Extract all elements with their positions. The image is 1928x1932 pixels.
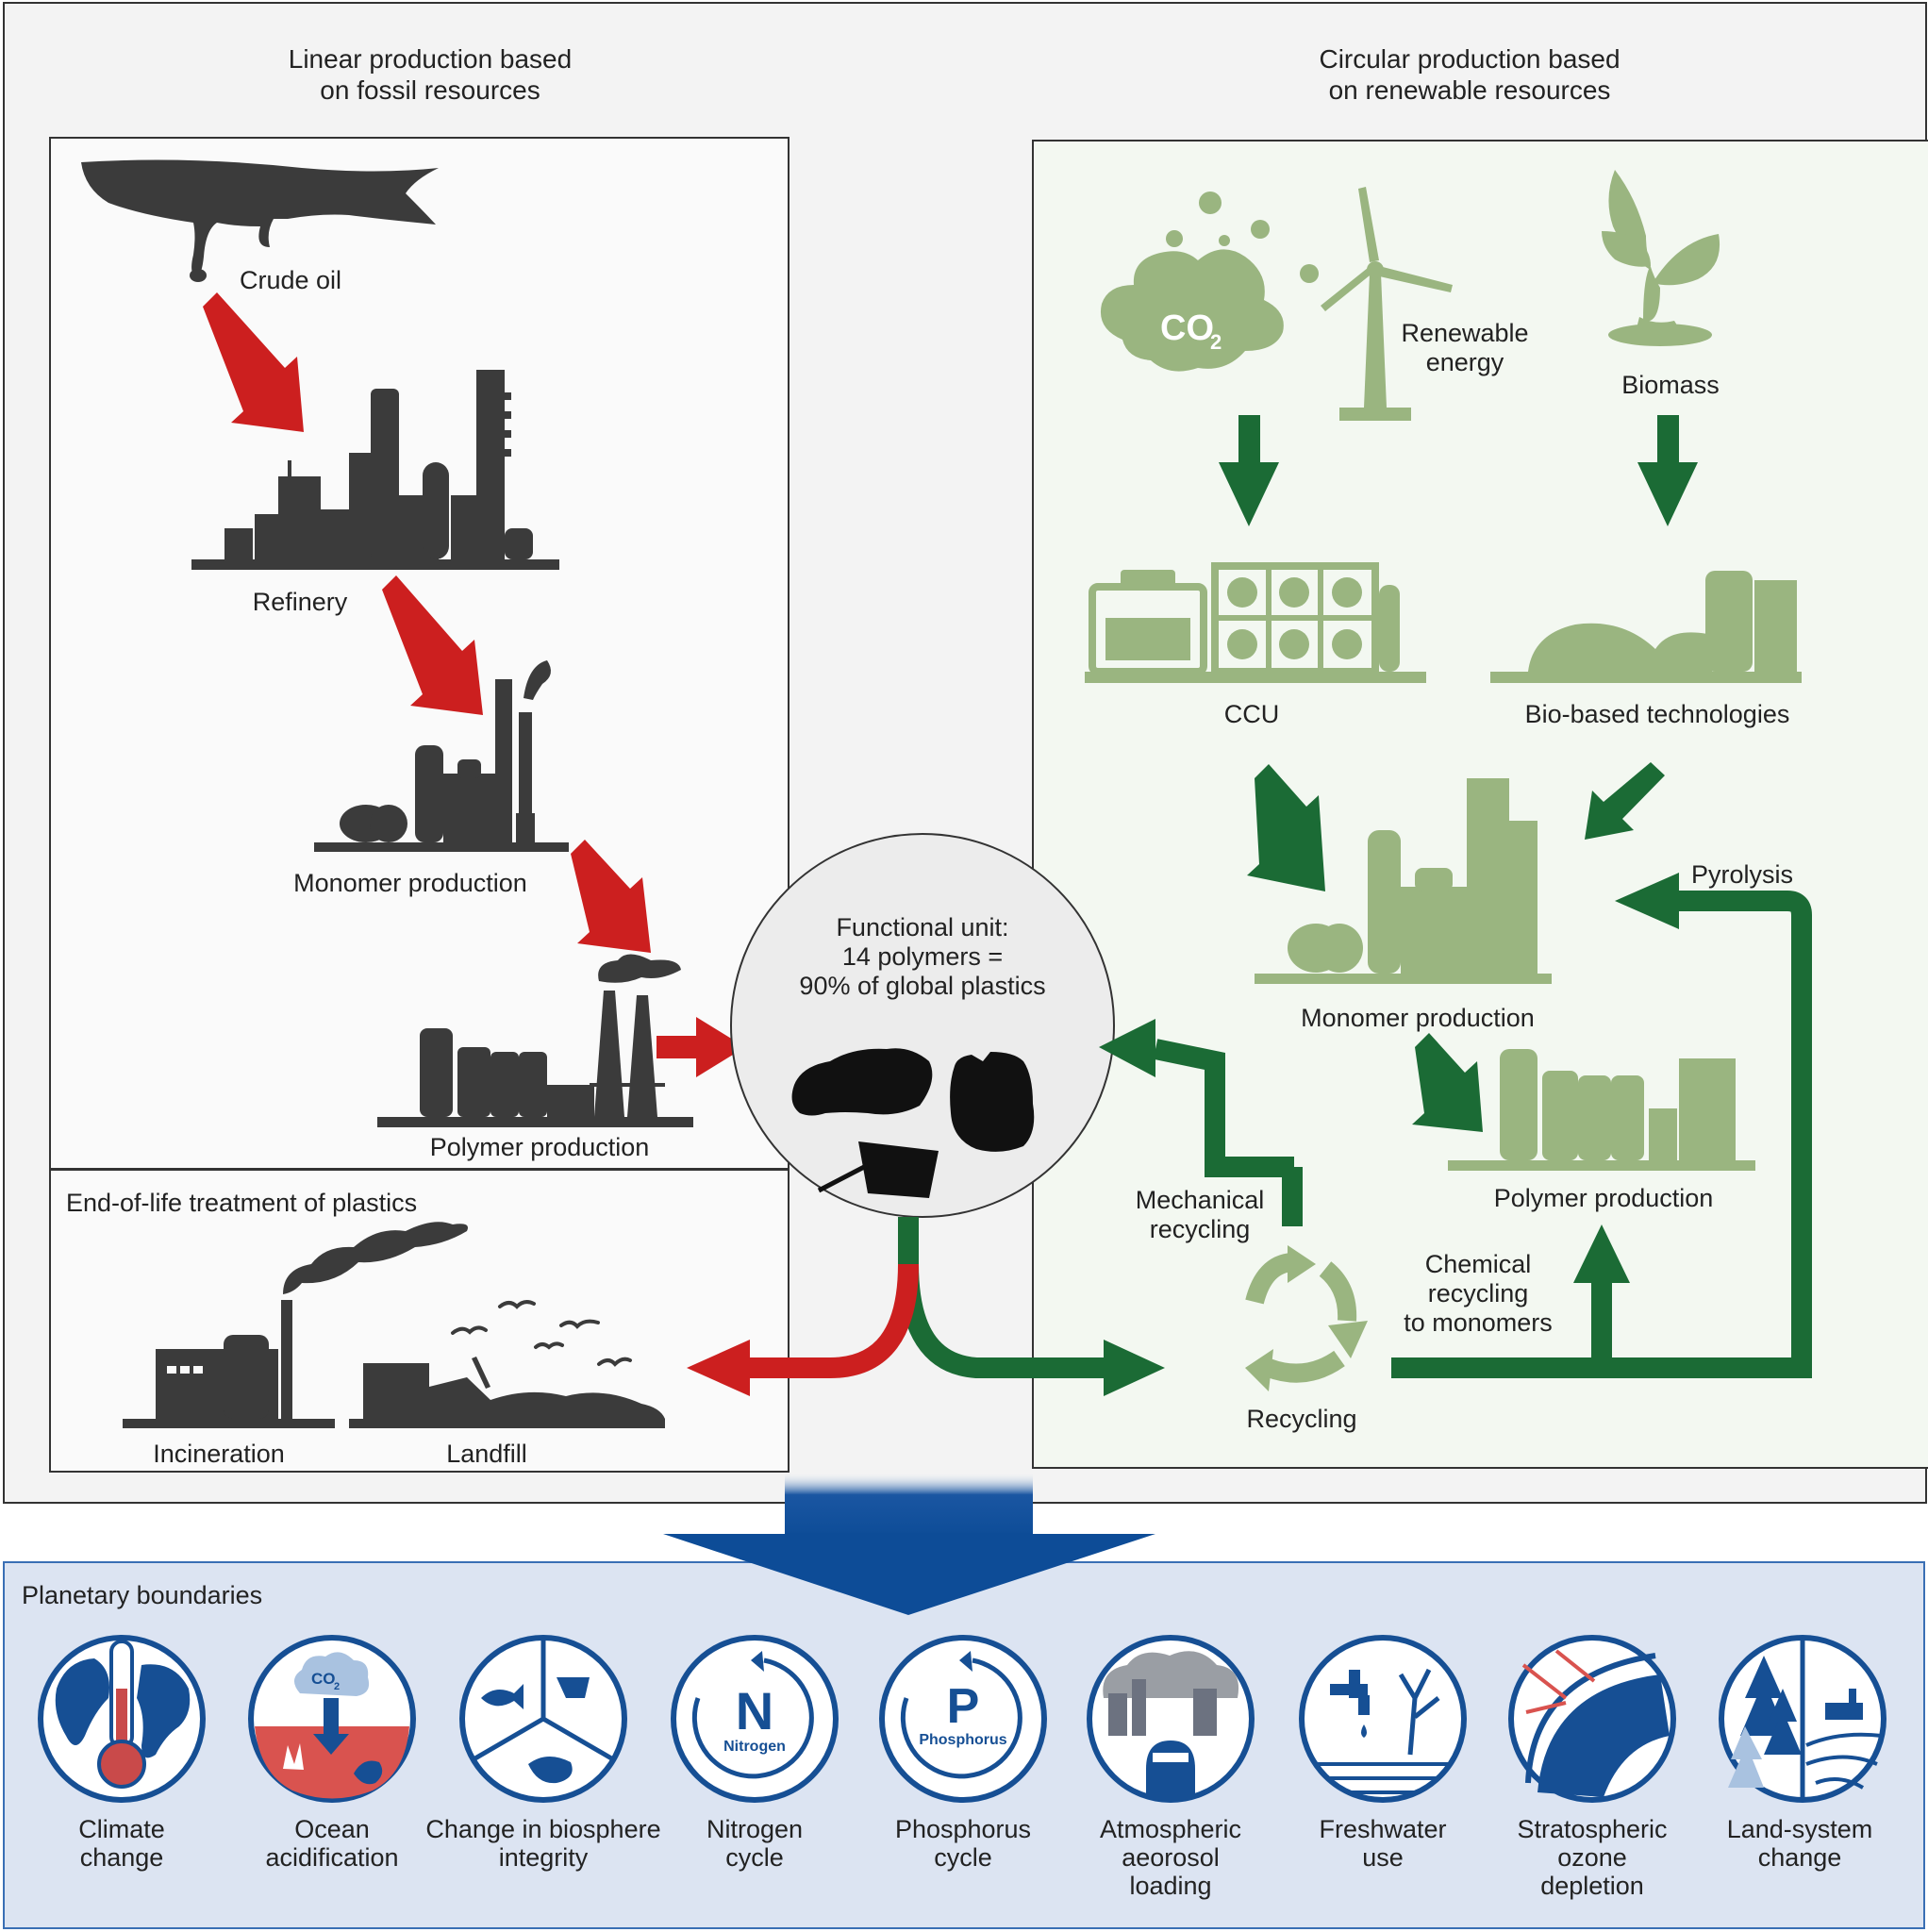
aerosol-loading-icon (1087, 1635, 1255, 1803)
crude-oil-label: Crude oil (240, 266, 341, 294)
pb-label-ozone-1: Stratospheric (1517, 1815, 1667, 1843)
planetary-labels: Climate change Ocean acidification Chang… (78, 1815, 1872, 1900)
polymer-label-fossil: Polymer production (430, 1133, 650, 1161)
pb-label-aerosol-3: loading (1129, 1872, 1211, 1900)
land-system-change-icon (1719, 1635, 1886, 1803)
phosphorus-cycle-icon (879, 1635, 1047, 1803)
pb-label-land-2: change (1758, 1843, 1842, 1872)
straw-icon (817, 1162, 870, 1193)
recycling-icon (1245, 1253, 1357, 1383)
plastic-items-icon (791, 1048, 1035, 1198)
pb-label-aerosol-2: aeorosol (1122, 1843, 1220, 1872)
polymer-label-renewable: Polymer production (1494, 1184, 1714, 1212)
linear-title-line1: Linear production based (289, 44, 572, 74)
red-eol-arrow (750, 1263, 919, 1378)
incineration-icon (123, 1222, 468, 1428)
mechanical-recycling-label-1: Mechanical (1136, 1186, 1265, 1214)
co2-cloud-icon (1100, 192, 1319, 372)
biomass-label: Biomass (1621, 371, 1720, 399)
freshwater-use-icon (1299, 1635, 1467, 1803)
bio-based-tech-icon (1490, 571, 1802, 683)
refinery-label: Refinery (253, 588, 348, 616)
nitrogen-word: Nitrogen (723, 1739, 786, 1755)
pb-label-nitrogen-2: cycle (725, 1843, 784, 1872)
planetary-impact-arrow (663, 1472, 1155, 1615)
functional-unit-line1: Functional unit: (836, 913, 1008, 941)
monomer-label-fossil: Monomer production (293, 869, 527, 897)
ocean-co2-label: CO (311, 1670, 336, 1688)
pb-label-ocean-1: Ocean (294, 1815, 370, 1843)
monomer-label-renewable: Monomer production (1301, 1004, 1535, 1032)
crude-oil-icon (81, 159, 439, 282)
pb-label-ozone-3: depletion (1540, 1872, 1644, 1900)
nitrogen-cycle-icon (671, 1635, 839, 1803)
circular-title-line2: on renewable resources (1329, 75, 1611, 105)
renewable-energy-label-2: energy (1426, 348, 1504, 376)
ozone-depletion-icon (1508, 1635, 1676, 1803)
eol-title: End-of-life treatment of plastics (66, 1189, 417, 1217)
landfill-label: Landfill (446, 1440, 527, 1468)
linear-title-line2: on fossil resources (320, 75, 540, 105)
pb-label-phosphorus-1: Phosphorus (895, 1815, 1031, 1843)
co2-label: CO (1160, 308, 1214, 348)
chemical-recycling-label-1: Chemical (1425, 1250, 1532, 1278)
polymer-plant-icon-fossil (377, 954, 693, 1127)
renewable-flow-arrows (1219, 415, 1698, 1132)
incineration-windows (167, 1366, 203, 1374)
circular-title-line1: Circular production based (1319, 44, 1620, 74)
landfill-icon (349, 1357, 665, 1428)
phosphorus-word: Phosphorus (919, 1732, 1006, 1748)
pb-label-freshwater-1: Freshwater (1319, 1815, 1446, 1843)
chemical-recycling-label-3: to monomers (1404, 1308, 1553, 1337)
pb-label-climate-2: change (80, 1843, 164, 1872)
ocean-co2-subscript: 2 (334, 1681, 340, 1692)
pb-label-ocean-2: acidification (265, 1843, 398, 1872)
pb-label-nitrogen-1: Nitrogen (706, 1815, 803, 1843)
refinery-icon (191, 370, 559, 570)
chemical-recycling-label-2: recycling (1428, 1279, 1529, 1307)
polymer-plant-icon-renewable (1448, 1049, 1755, 1171)
monomer-plant-icon-fossil (314, 660, 569, 852)
monomer-plant-icon-renewable (1255, 778, 1552, 984)
wind-turbine-icon (1321, 187, 1453, 421)
pb-label-aerosol-1: Atmospheric (1100, 1815, 1241, 1843)
pb-label-ozone-2: ozone (1557, 1843, 1627, 1872)
fossil-flow-arrows (203, 292, 745, 1077)
mechanical-recycling-label-2: recycling (1150, 1215, 1251, 1243)
pb-label-phosphorus-2: cycle (934, 1843, 992, 1872)
pb-label-freshwater-2: use (1362, 1843, 1404, 1872)
biosphere-integrity-icon (459, 1635, 627, 1803)
incineration-label: Incineration (153, 1440, 285, 1468)
pyrolysis-label: Pyrolysis (1691, 860, 1793, 889)
recycling-label: Recycling (1246, 1405, 1356, 1433)
ocean-acidification-icon (248, 1635, 416, 1803)
pb-label-climate-1: Climate (78, 1815, 165, 1843)
phosphorus-letter: P (947, 1679, 980, 1734)
nitrogen-letter: N (736, 1681, 773, 1740)
ccu-label: CCU (1224, 700, 1280, 728)
climate-change-icon (38, 1635, 206, 1803)
recycling-arrowheads (1245, 1245, 1368, 1391)
pb-label-land-1: Land-system (1727, 1815, 1873, 1843)
co2-subscript: 2 (1210, 330, 1222, 354)
functional-unit-line3: 90% of global plastics (799, 972, 1045, 1000)
functional-unit-line2: 14 polymers = (842, 942, 1003, 971)
pb-label-biosphere-1: Change in biosphere (425, 1815, 660, 1843)
bio-based-label: Bio-based technologies (1525, 700, 1790, 728)
bird-icons (451, 1300, 632, 1367)
planetary-title: Planetary boundaries (22, 1581, 262, 1609)
renewable-energy-label-1: Renewable (1401, 319, 1528, 347)
ccu-icon (1085, 562, 1426, 683)
red-eol-arrowhead (687, 1340, 750, 1396)
pb-label-biosphere-2: integrity (499, 1843, 589, 1872)
biomass-plant-icon (1602, 170, 1720, 346)
